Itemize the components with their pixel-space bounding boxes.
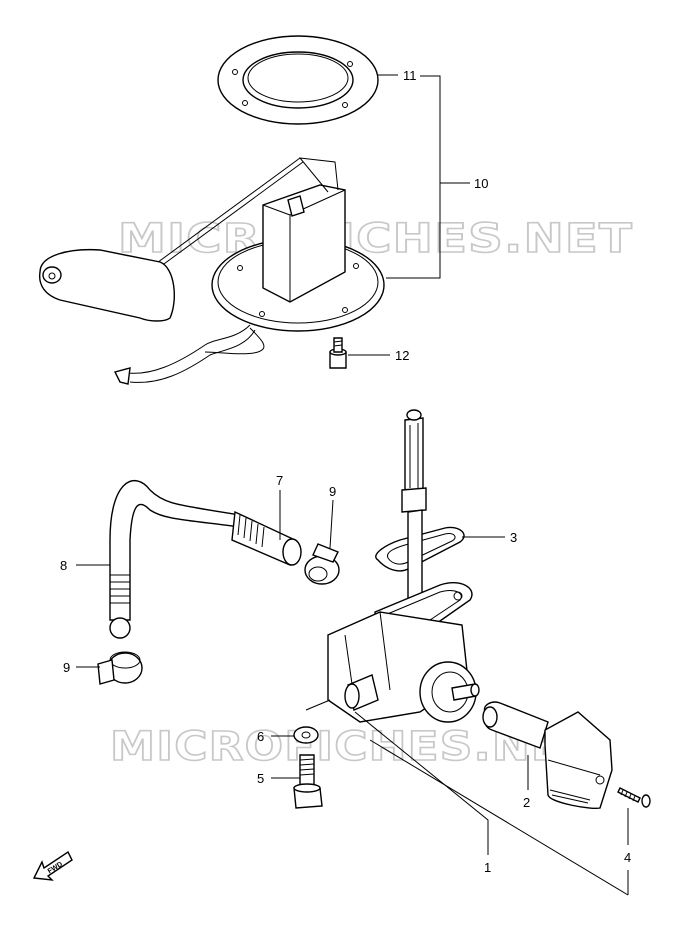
callout-8: 8	[60, 558, 67, 573]
screw-part-4	[617, 787, 651, 808]
fuel-level-gauge-part-10	[38, 157, 385, 385]
callout-11: 11	[403, 68, 417, 83]
callout-2: 2	[523, 795, 530, 810]
callout-12: 12	[395, 348, 409, 363]
callout-6: 6	[257, 729, 264, 744]
callout-9-lower: 9	[63, 660, 70, 675]
callout-7: 7	[276, 473, 283, 488]
screw-part-12	[329, 337, 347, 369]
gasket-ring-part-11	[217, 35, 379, 125]
callout-10: 10	[474, 176, 488, 191]
fuel-hose-part-8	[109, 480, 250, 639]
leader-lines	[76, 74, 629, 896]
callout-3: 3	[510, 530, 517, 545]
fwd-label: FWD	[47, 861, 64, 875]
hose-clamp-part-9-upper	[304, 543, 340, 585]
callout-5: 5	[257, 771, 264, 786]
washer-part-6	[293, 726, 319, 744]
fuel-cock-body-part-1	[305, 409, 480, 723]
forward-arrow-icon: FWD	[32, 850, 73, 881]
watermark-top: MICROFICHES.NET	[118, 216, 633, 262]
callout-1: 1	[484, 860, 491, 875]
callout-4: 4	[624, 850, 631, 865]
callout-9-upper: 9	[329, 484, 336, 499]
bolt-part-5	[293, 754, 323, 809]
hose-clamp-part-9-lower	[97, 651, 143, 685]
fuel-cock-lever-part-2	[482, 701, 613, 810]
hose-end-part-7	[231, 510, 302, 566]
